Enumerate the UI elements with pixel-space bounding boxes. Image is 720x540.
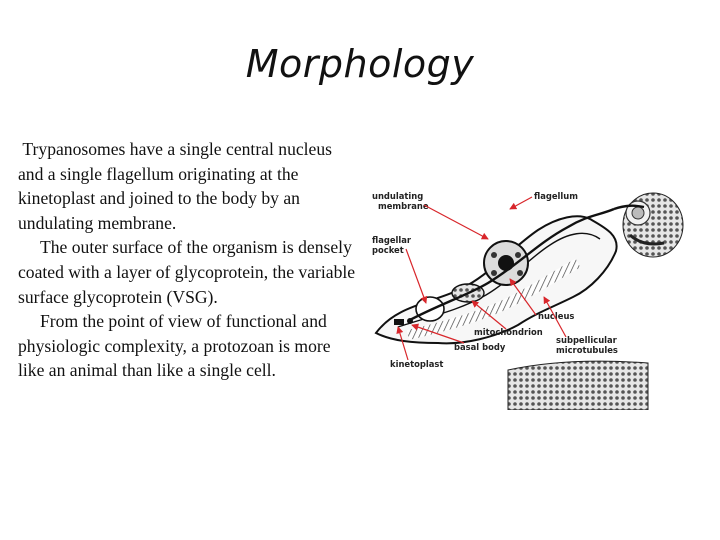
- label-flagellum: flagellum: [534, 191, 578, 201]
- arrow-mitochondrion: [471, 300, 507, 330]
- flagellum-cross-section-micrograph: [622, 192, 684, 258]
- arrow-flagellum: [509, 196, 533, 210]
- body-text: Trypanosomes have a single central nucle…: [18, 137, 358, 383]
- label-kinetoplast: kinetoplast: [390, 359, 443, 369]
- arrow-flagellar-pocket: [405, 248, 428, 304]
- arrow-basal-body: [411, 323, 465, 344]
- slide-title: Morphology: [245, 42, 475, 86]
- microtubules-micrograph: [507, 360, 649, 410]
- arrow-undulating-membrane: [423, 204, 489, 240]
- paragraph-2: The outer surface of the organism is den…: [18, 237, 360, 307]
- paragraph-3: From the point of view of functional and…: [18, 311, 335, 381]
- pointer-arrows: [396, 196, 567, 361]
- label-pocket: pocket: [372, 245, 404, 255]
- label-microtubules: microtubules: [556, 345, 618, 355]
- paragraph-1: Trypanosomes have a single central nucle…: [18, 139, 337, 233]
- arrow-kinetoplast: [396, 326, 409, 361]
- arrow-subpellicular-microtubules: [543, 296, 567, 338]
- label-subpellicular: subpellicular: [556, 335, 618, 345]
- label-basal-body: basal body: [454, 342, 506, 352]
- arrow-nucleus: [509, 278, 537, 316]
- label-mitochondrion: mitochondrion: [474, 327, 543, 337]
- trypanosome-body: [374, 204, 645, 345]
- label-undulating: undulating: [372, 191, 423, 201]
- label-nucleus: nucleus: [538, 311, 574, 321]
- label-flagellar: flagellar: [372, 235, 412, 245]
- label-membrane: membrane: [378, 201, 429, 211]
- trypanosome-diagram: undulating membrane flagellum flagellar …: [372, 191, 684, 410]
